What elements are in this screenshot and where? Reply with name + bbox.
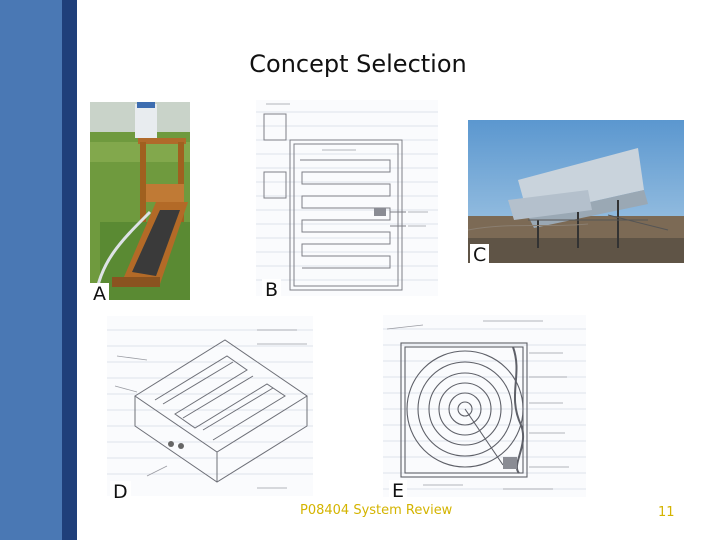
concept-d-label: D (110, 481, 131, 503)
concept-b-sketch (256, 100, 438, 296)
page-number: 11 (658, 505, 675, 520)
concept-e-sketch (383, 315, 586, 497)
sidebar-accent-light (0, 0, 62, 540)
concept-c-label: C (470, 244, 490, 266)
concept-e-label: E (389, 480, 408, 502)
slide-title: Concept Selection (249, 50, 467, 78)
concept-a-photo (90, 102, 190, 300)
concept-b-label: B (262, 279, 282, 301)
concept-d-sketch (107, 316, 313, 496)
concept-a-label: A (90, 283, 109, 305)
concept-c-photo (468, 120, 684, 263)
footer-text: P08404 System Review (300, 503, 453, 518)
sidebar-accent-dark (62, 0, 77, 540)
